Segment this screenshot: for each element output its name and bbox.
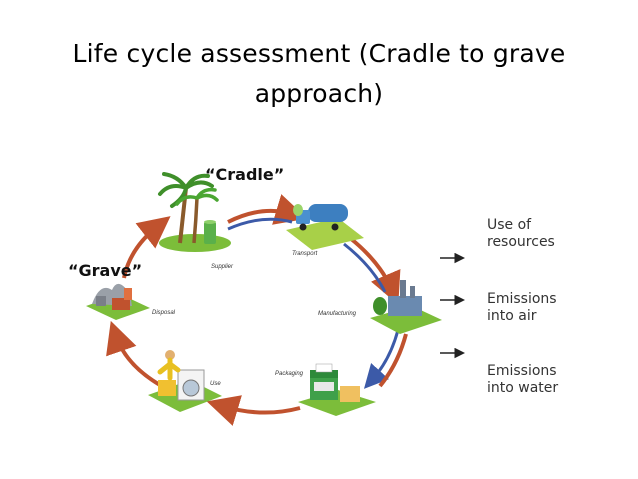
arrow-manufacturing-to-packaging: [363, 329, 400, 389]
arrow-use-to-disposal: [106, 320, 162, 387]
landfill-icon: [86, 283, 150, 320]
arrow-manufacturing-to-packaging-red: [378, 333, 408, 388]
stage-packaging: Packaging: [275, 371, 304, 377]
arrow-disposal-to-supplier: [122, 216, 171, 279]
washing-machine-icon: [148, 350, 222, 412]
stage-disposal: Disposal: [152, 310, 176, 316]
stage-manufacturing: Manufacturing: [318, 311, 357, 317]
arrow-packaging-to-use: [206, 395, 301, 426]
output-water-line1: Emissions: [487, 363, 557, 379]
factory-icon: [370, 280, 442, 334]
output-air: Emissions into air: [487, 291, 557, 325]
output-resources: Use of resources: [487, 217, 555, 251]
title-line-2: approach): [254, 79, 384, 108]
palm-trees-icon: [158, 172, 231, 252]
output-arrows: [440, 252, 465, 359]
arrow-transport-to-manufacturing: [348, 236, 401, 305]
cradle-label: “Cradle”: [205, 165, 285, 184]
stage-transport: Transport: [292, 251, 318, 257]
output-resources-line2: resources: [487, 234, 555, 250]
grave-label: “Grave”: [68, 261, 143, 280]
arrow-supplier-to-transport: [227, 194, 308, 225]
output-water-line2: into water: [487, 380, 559, 396]
cycle-arrows: [106, 194, 408, 426]
title-line-1: Life cycle assessment (Cradle to grave: [72, 39, 566, 68]
output-water: Emissions into water: [487, 363, 558, 397]
truck-icon: [286, 204, 364, 250]
arrow-supplier-to-transport-blue: [227, 217, 293, 231]
slide-title: Life cycle assessment (Cradle to grave a…: [20, 34, 618, 114]
output-air-line1: Emissions: [487, 291, 557, 307]
packaging-icon: [298, 363, 376, 416]
stage-use: Use: [210, 381, 221, 387]
output-air-line2: into air: [487, 308, 537, 324]
output-resources-line1: Use of: [487, 217, 532, 233]
stage-supplier: Supplier: [211, 264, 234, 270]
arrow-transport-to-manufacturing-blue: [343, 242, 387, 293]
